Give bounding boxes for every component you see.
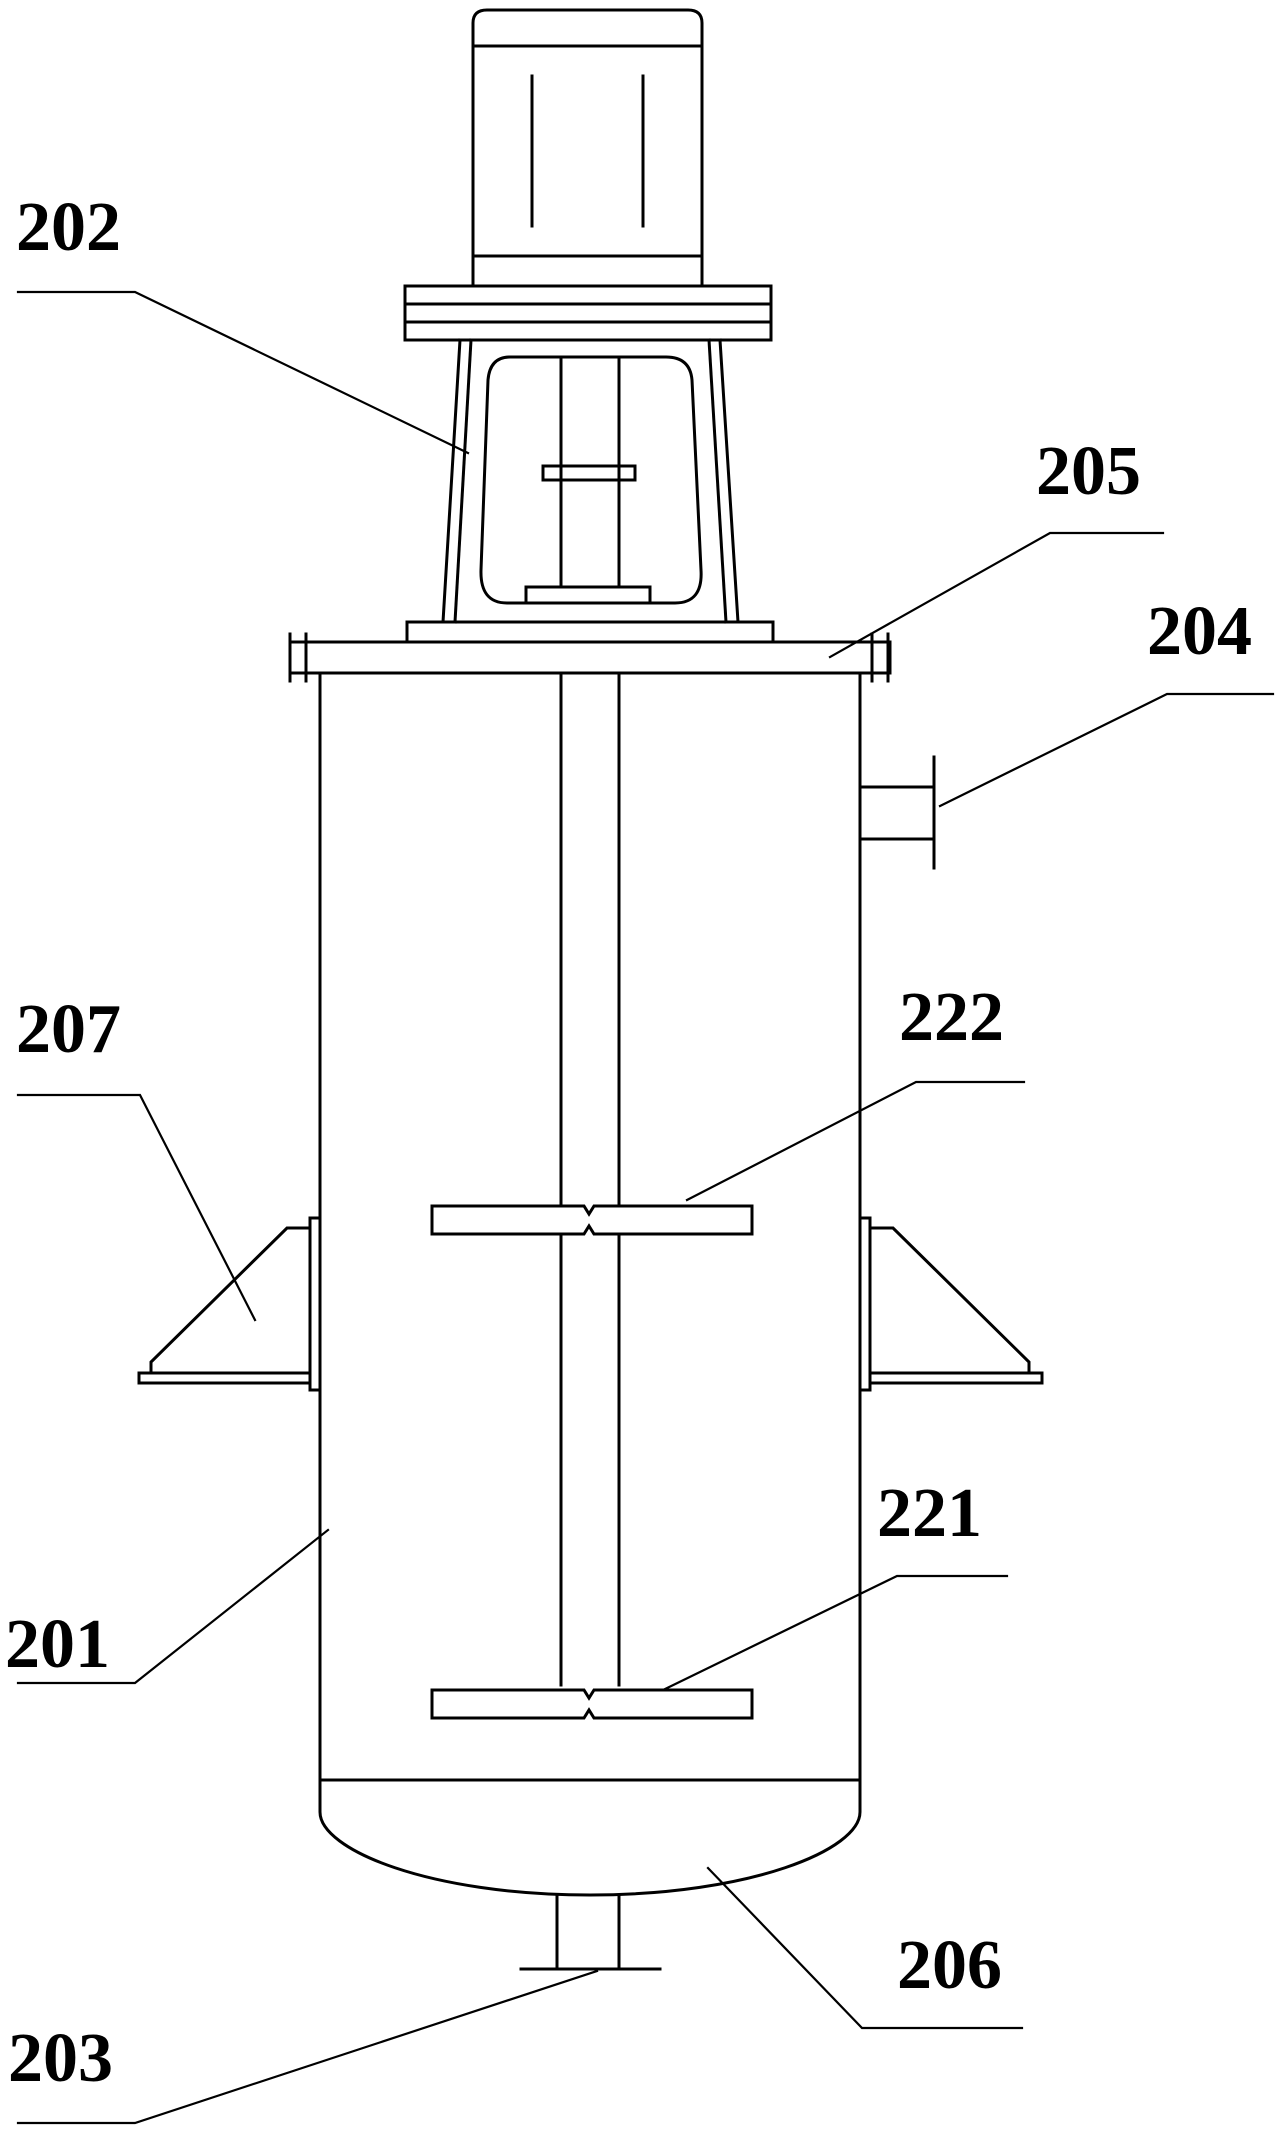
support-lug-left xyxy=(137,1216,322,1392)
motor xyxy=(471,8,704,288)
bottom-outlet xyxy=(519,1893,662,1971)
top-cover xyxy=(288,632,892,683)
label-221: 221 xyxy=(877,1475,982,1552)
label-204: 204 xyxy=(1147,593,1252,670)
label-222: 222 xyxy=(899,979,1004,1056)
label-203: 203 xyxy=(8,2020,113,2097)
upper-impeller-222 xyxy=(430,1204,754,1236)
agitator-shaft xyxy=(559,355,621,1687)
support-bracket xyxy=(405,338,775,644)
side-nozzle xyxy=(858,755,936,870)
reference-labels: 202 205 204 207 222 221 201 206 203 xyxy=(5,189,1252,2097)
label-201: 201 xyxy=(5,1606,110,1683)
label-207: 207 xyxy=(16,991,121,1068)
motor-flange xyxy=(403,284,773,342)
label-202: 202 xyxy=(16,189,121,266)
leader-lines xyxy=(16,290,1275,2125)
support-lug-right xyxy=(858,1216,1044,1392)
label-205: 205 xyxy=(1036,433,1141,510)
lower-impeller-221 xyxy=(430,1688,754,1720)
label-206: 206 xyxy=(897,1927,1002,2004)
